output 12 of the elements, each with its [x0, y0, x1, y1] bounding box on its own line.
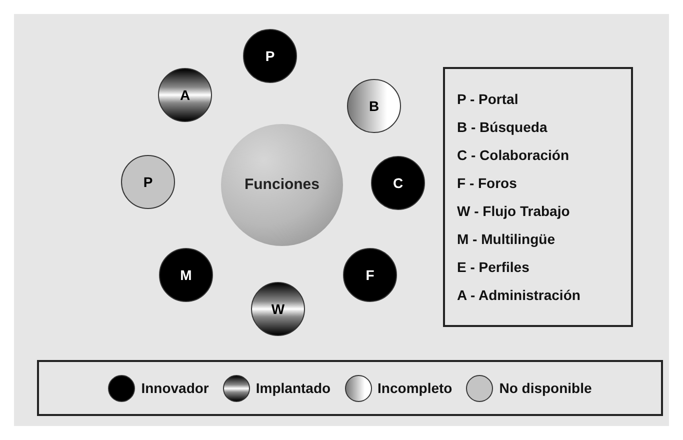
- key-entry: C - Colaboración: [457, 146, 570, 164]
- legend-label: Implantado: [256, 378, 331, 398]
- legend-label: Innovador: [141, 378, 209, 398]
- key-entry: W - Flujo Trabajo: [457, 202, 571, 220]
- key-entry: M - Multilingüe: [457, 230, 556, 248]
- key-entry: B - Búsqueda: [457, 118, 548, 136]
- legend-label: No disponible: [499, 378, 592, 398]
- key-entry: P - Portal: [457, 90, 520, 108]
- key-entry: E - Perfiles: [457, 258, 530, 276]
- legend-label: Incompleto: [378, 378, 452, 398]
- key-entry: A - Administración: [457, 286, 582, 304]
- key-entry: F - Foros: [457, 174, 518, 192]
